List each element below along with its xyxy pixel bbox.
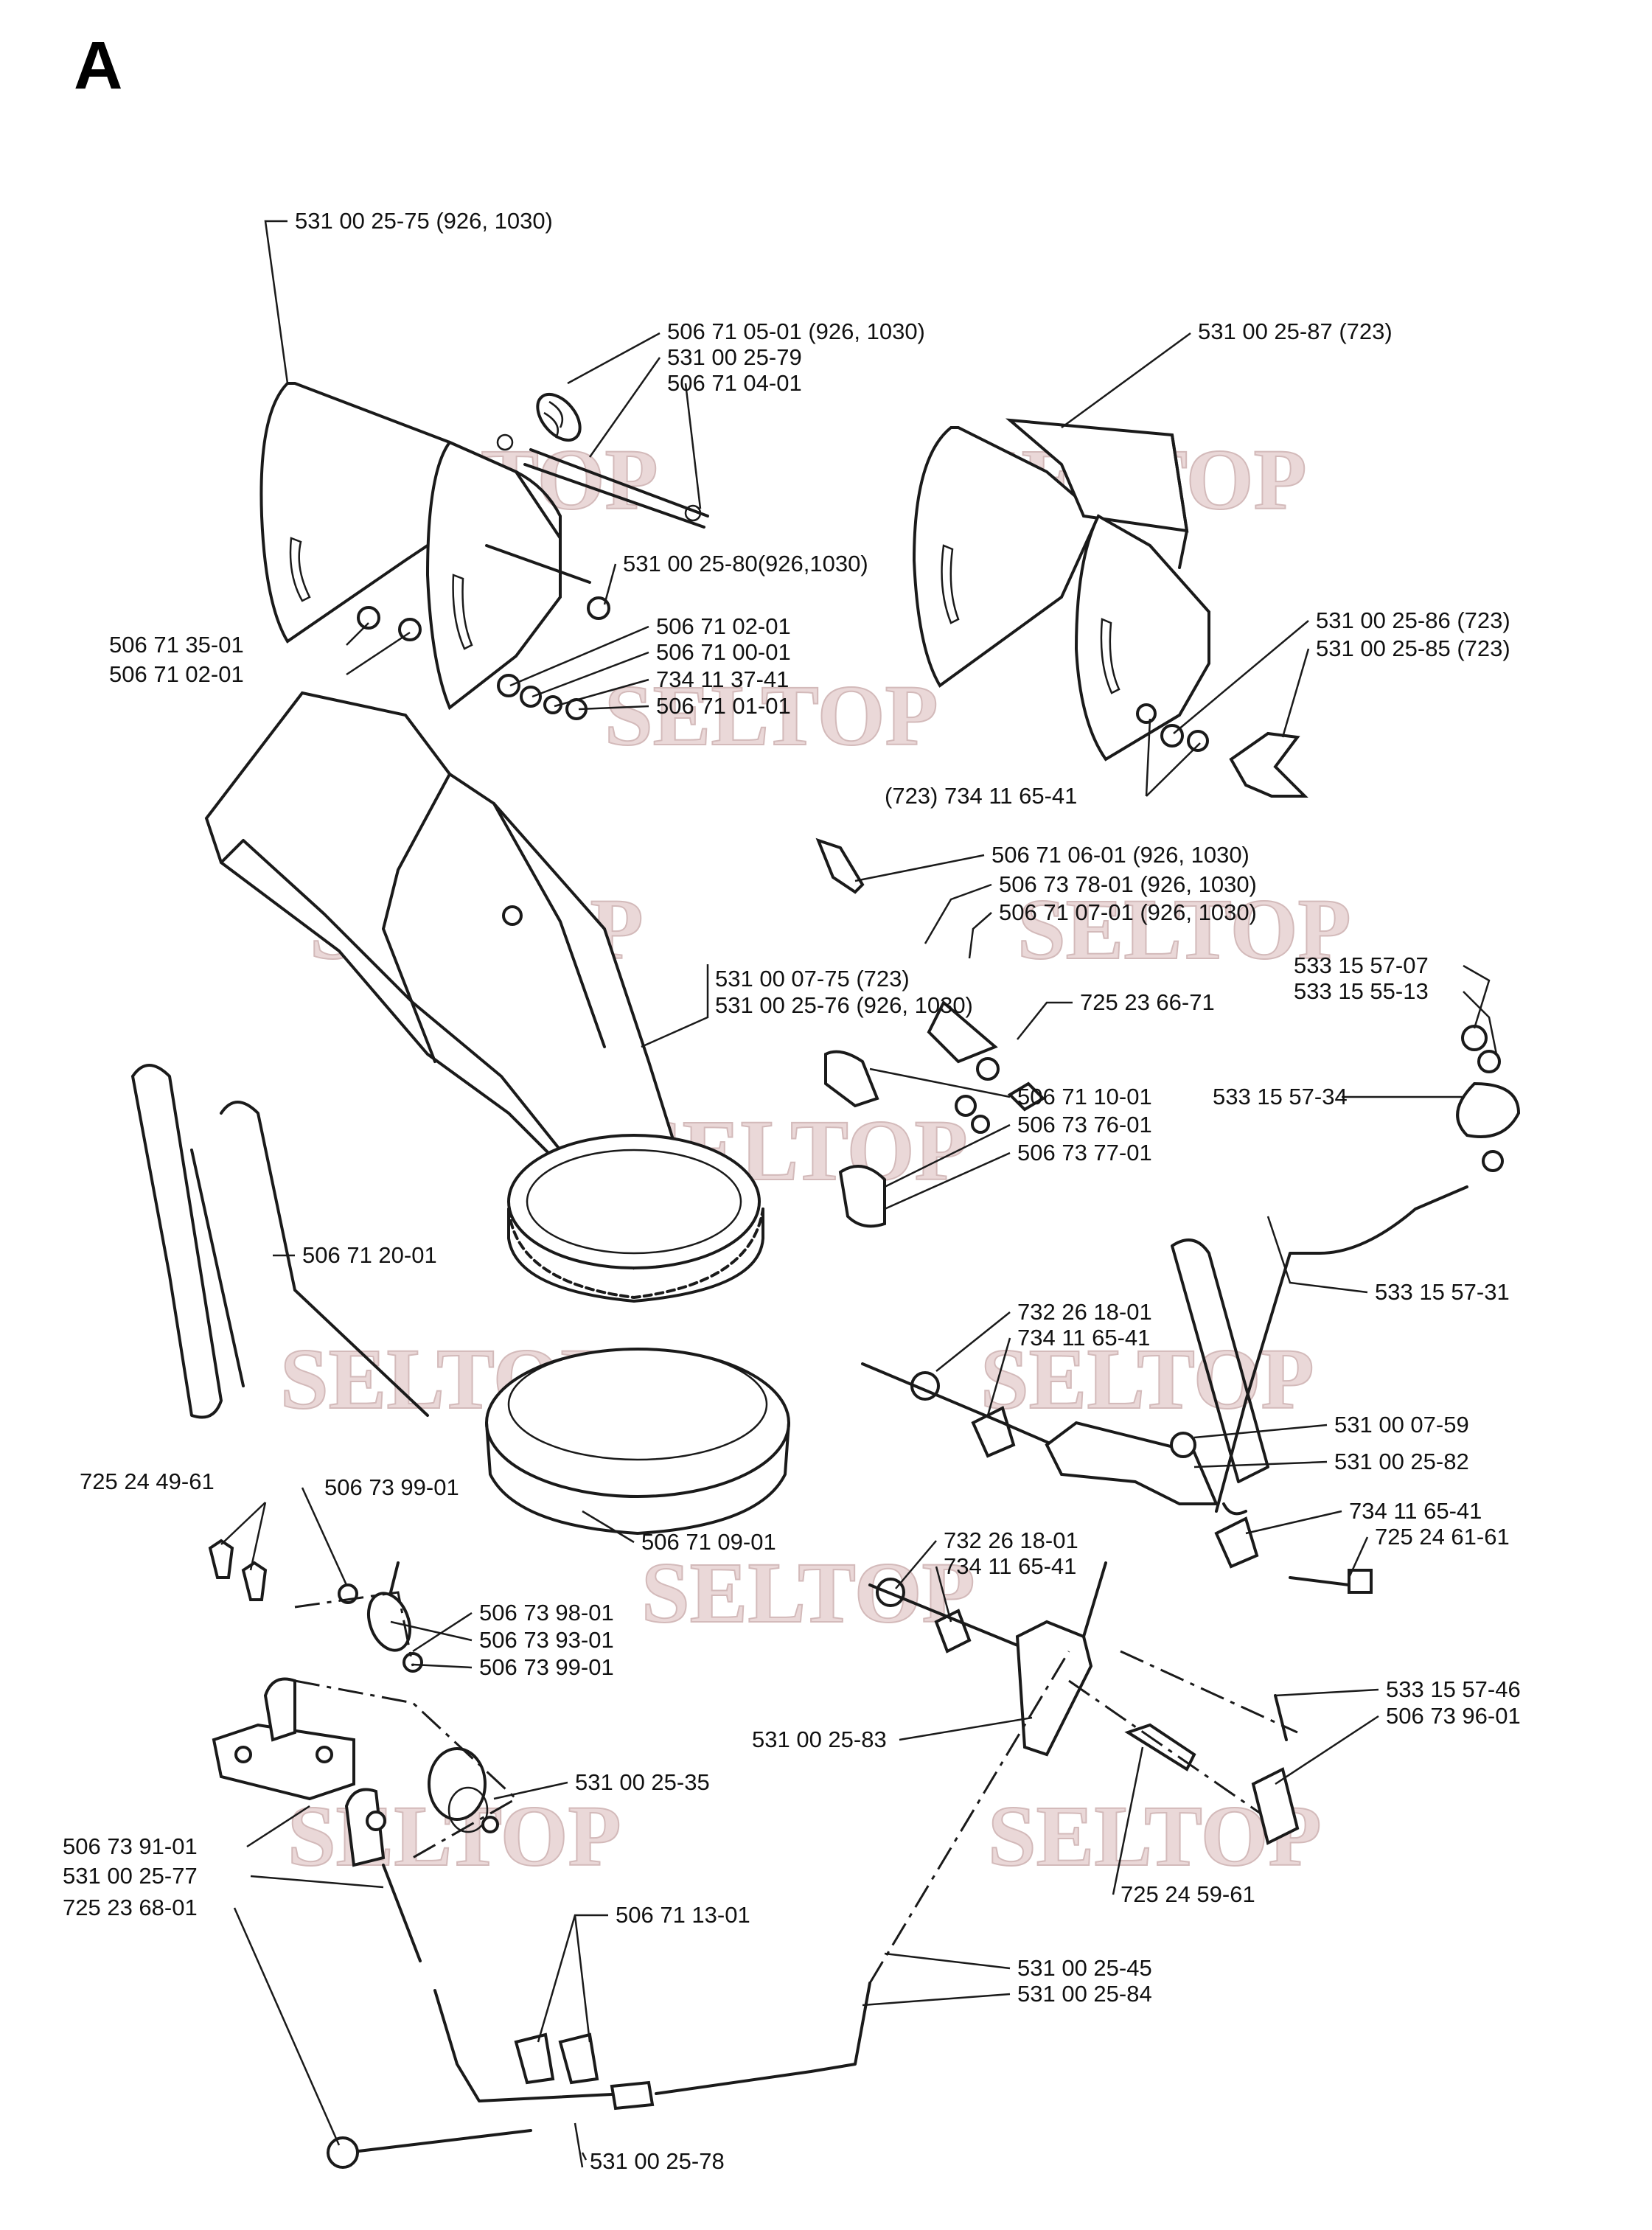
part-label: 506 71 05-01 (926, 1030) bbox=[667, 318, 925, 344]
part-label: 533 15 55-13 bbox=[1294, 978, 1429, 1004]
part-label: 734 11 65-41 bbox=[944, 1553, 1076, 1579]
part-label: 531 00 25-76 (926, 1030) bbox=[715, 992, 973, 1018]
part-label: 725 24 59-61 bbox=[1120, 1881, 1255, 1907]
part-label: 506 71 20-01 bbox=[302, 1242, 437, 1268]
part-label: 531 00 07-59 bbox=[1334, 1412, 1469, 1438]
part-label: 506 71 04-01 bbox=[667, 370, 802, 396]
part-label: 506 71 02-01 bbox=[109, 661, 244, 687]
part-label: 734 11 37-41 bbox=[656, 666, 789, 692]
part-label: 506 71 13-01 bbox=[616, 1902, 750, 1928]
ring bbox=[485, 1348, 790, 1535]
part-label: 725 24 61-61 bbox=[1375, 1524, 1510, 1550]
part-label: 506 71 09-01 bbox=[641, 1529, 776, 1555]
part-label: 531 00 07-75 (723) bbox=[715, 966, 910, 992]
part-label: 533 15 57-07 bbox=[1294, 952, 1429, 978]
part-label: 506 73 91-01 bbox=[63, 1833, 198, 1859]
part-label: 734 11 65-41 bbox=[1017, 1325, 1150, 1351]
part-label: 732 26 18-01 bbox=[1017, 1299, 1152, 1325]
watermark: SELTOP bbox=[641, 1544, 975, 1641]
lever-bracket bbox=[208, 1539, 1070, 2169]
part-label: 725 24 49-61 bbox=[80, 1468, 215, 1494]
part-label: 725 23 66-71 bbox=[1080, 989, 1215, 1015]
part-label: 506 71 07-01 (926, 1030) bbox=[999, 899, 1257, 925]
part-labels: 531 00 25-75 (926, 1030) 506 71 05-01 (9… bbox=[63, 208, 1521, 2174]
part-label: 506 73 99-01 bbox=[324, 1474, 459, 1500]
part-label: 506 71 10-01 bbox=[1017, 1084, 1152, 1109]
part-label: 506 73 77-01 bbox=[1017, 1140, 1152, 1165]
chute bbox=[204, 691, 764, 1303]
part-label: 531 00 25-87 (723) bbox=[1198, 318, 1393, 344]
part-label: 506 71 35-01 bbox=[109, 632, 244, 658]
part-label: 506 73 96-01 bbox=[1386, 1703, 1521, 1729]
part-label: 531 00 25-82 bbox=[1334, 1449, 1469, 1474]
part-label: 531 00 25-78 bbox=[590, 2148, 725, 2174]
part-label: 506 71 06-01 (926, 1030) bbox=[991, 842, 1250, 868]
part-label: 531 00 25-75 (926, 1030) bbox=[295, 208, 553, 234]
part-label: (723) 734 11 65-41 bbox=[885, 783, 1077, 809]
part-label: 734 11 65-41 bbox=[1349, 1498, 1482, 1524]
handle-rod bbox=[131, 1064, 429, 1419]
part-label: 531 00 25-79 bbox=[667, 344, 802, 370]
crank-linkage bbox=[861, 1362, 1373, 1845]
part-label: 506 71 00-01 bbox=[656, 639, 791, 665]
watermark: SELTOP bbox=[604, 667, 938, 764]
part-label: 506 73 93-01 bbox=[479, 1627, 614, 1653]
part-label: 732 26 18-01 bbox=[944, 1527, 1078, 1553]
deflector-723 bbox=[912, 418, 1308, 798]
part-label: 531 00 25-85 (723) bbox=[1316, 635, 1510, 661]
part-label: 506 73 76-01 bbox=[1017, 1112, 1152, 1137]
part-label: 506 71 01-01 bbox=[656, 693, 791, 719]
watermark: SELTOP bbox=[980, 1331, 1314, 1427]
part-label: 506 73 78-01 (926, 1030) bbox=[999, 871, 1257, 897]
part-label: 531 00 25-86 (723) bbox=[1316, 607, 1510, 633]
part-label: 531 00 25-35 bbox=[575, 1769, 710, 1795]
section-letter: A bbox=[74, 28, 122, 103]
part-label: 533 15 57-31 bbox=[1375, 1279, 1510, 1305]
leader-lines bbox=[220, 220, 1498, 2168]
part-label: 533 15 57-46 bbox=[1386, 1676, 1521, 1702]
part-label: 506 71 02-01 bbox=[656, 613, 791, 639]
part-label: 533 15 57-34 bbox=[1213, 1084, 1348, 1109]
part-label: 531 00 25-45 bbox=[1017, 1955, 1152, 1981]
gear-assembly bbox=[815, 837, 1521, 1516]
part-label: 531 00 25-77 bbox=[63, 1863, 198, 1889]
part-label: 531 00 25-80(926,1030) bbox=[623, 551, 868, 576]
part-label: 531 00 25-83 bbox=[752, 1726, 887, 1752]
deflector-926 bbox=[259, 382, 709, 720]
part-label: 531 00 25-84 bbox=[1017, 1981, 1152, 2007]
part-label: 506 73 99-01 bbox=[479, 1654, 614, 1680]
watermark: SELTOP bbox=[1017, 881, 1351, 978]
part-label: 506 73 98-01 bbox=[479, 1600, 614, 1626]
part-label: 725 23 68-01 bbox=[63, 1895, 198, 1920]
